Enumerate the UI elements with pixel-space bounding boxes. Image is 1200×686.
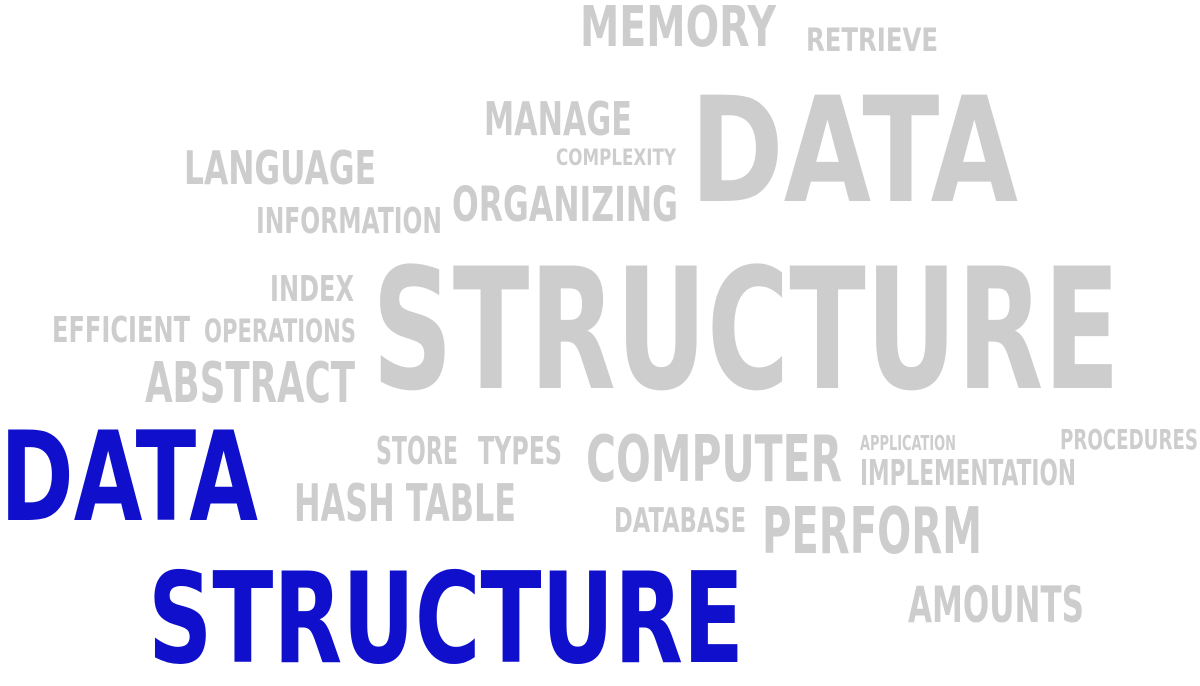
word-organizing: ORGANIZING [452, 177, 678, 233]
word-manage: MANAGE [484, 92, 632, 146]
word-efficient: EFFICIENT [52, 310, 190, 351]
word-complexity: COMPLEXITY [556, 146, 676, 171]
word-perform: PERFORM [762, 495, 982, 569]
word-hash-table: HASH TABLE [294, 474, 516, 534]
word-data-large: DATA [690, 66, 1018, 236]
word-structure-large: STRUCTURE [372, 232, 1120, 428]
word-database: DATABASE [614, 501, 746, 541]
word-store: STORE [376, 429, 458, 473]
hero-title-structure: STRUCTURE [148, 545, 744, 686]
word-operations: OPERATIONS [204, 312, 356, 350]
word-application: APPLICATION [860, 431, 956, 455]
word-information: INFORMATION [256, 201, 442, 242]
word-amounts: AMOUNTS [908, 576, 1084, 634]
word-computer: COMPUTER [586, 423, 842, 497]
word-implementation: IMPLEMENTATION [860, 453, 1076, 494]
word-memory: MEMORY [580, 0, 776, 60]
word-types: TYPES [478, 429, 562, 473]
word-abstract: ABSTRACT [145, 351, 355, 416]
word-language: LANGUAGE [184, 141, 376, 195]
word-retrieve: RETRIEVE [806, 21, 938, 59]
hero-title-data: DATA [0, 406, 258, 550]
word-procedures: PROCEDURES [1060, 423, 1198, 456]
word-index: INDEX [270, 269, 354, 310]
